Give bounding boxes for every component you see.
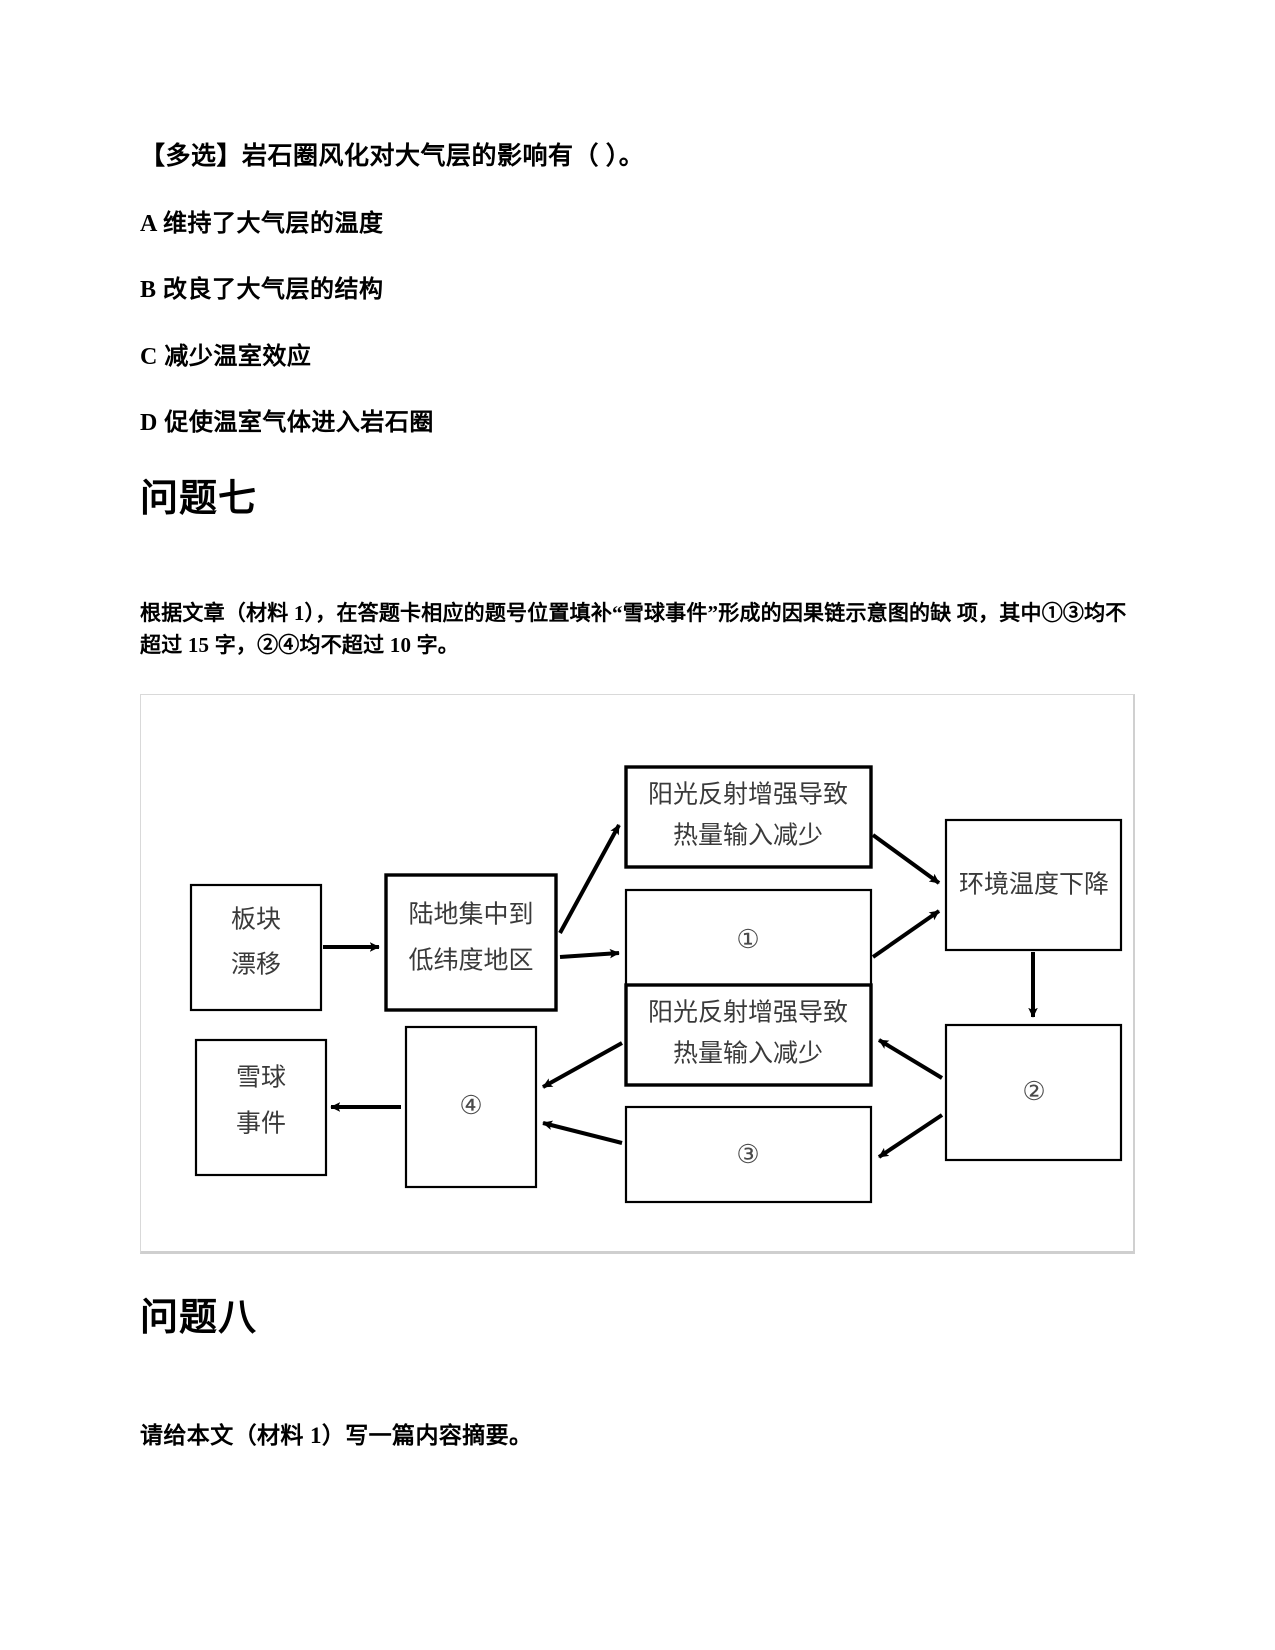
- causal-chain-figure: 板块 漂移 陆地集中到 低纬度地区 阳光反射增强导致 热量输入减少: [140, 694, 1135, 1254]
- edge-land-to-blank1: [559, 948, 620, 959]
- option-d: D 促使温室气体进入岩石圈: [140, 409, 434, 436]
- gap: [140, 523, 1140, 597]
- node-land-line1: 陆地集中到: [408, 901, 533, 929]
- node-sunlight-reflect-2: 阳光反射增强导致 热量输入减少: [624, 983, 873, 1087]
- section-heading-seven: 问题七: [140, 478, 258, 521]
- edge-blank2-to-reflect2: [877, 1038, 944, 1080]
- option-c: C 减少温室效应: [140, 343, 312, 370]
- edge-land-to-reflect1: [558, 824, 621, 934]
- node-reflect2-line1: 阳光反射增强导致: [648, 999, 848, 1027]
- edge-blank2-to-blank3: [877, 1113, 944, 1159]
- gap: [140, 240, 1140, 274]
- node-blank-2: ②: [944, 1023, 1123, 1162]
- prompt-line-1: 根据文章（材料 1），在答题卡相应的题号位置填补“雪球事件”形成的因果链示意图的…: [140, 600, 952, 625]
- node-snowball-event: 雪球 事件: [194, 1038, 328, 1177]
- node-blank-2-label: ②: [1022, 1077, 1045, 1106]
- option-a: A 维持了大气层的温度: [140, 210, 384, 237]
- node-temp-drop: 环境温度下降: [944, 818, 1123, 952]
- node-plate-drift-line2: 漂移: [231, 951, 281, 979]
- node-reflect1-line2: 热量输入减少: [673, 822, 823, 850]
- node-snowball-line1: 雪球: [236, 1064, 286, 1092]
- node-plate-drift: 板块 漂移: [189, 883, 323, 1012]
- gap: [140, 662, 1140, 694]
- prompt-line-2: 项，其中①③均不超过 15 字，②④均不超过 10 字。: [140, 600, 1127, 658]
- edge-reflect1-to-tempdrop: [871, 833, 941, 885]
- gap: [140, 307, 1140, 341]
- node-blank-4: ④: [404, 1025, 538, 1189]
- page-content: 【多选】岩石圈风化对大气层的影响有（ ）。 A 维持了大气层的温度 B 改良了大…: [140, 0, 1140, 1452]
- node-blank-3-label: ③: [736, 1140, 759, 1169]
- node-temp-drop-label: 环境温度下降: [959, 871, 1109, 899]
- gap: [140, 174, 1140, 208]
- top-spacer: [140, 0, 1140, 140]
- node-blank-3: ③: [624, 1105, 873, 1204]
- node-plate-drift-line1: 板块: [231, 906, 281, 934]
- edge-blank3-to-blank4: [542, 1120, 623, 1145]
- node-land-low-latitude: 陆地集中到 低纬度地区: [384, 873, 558, 1012]
- node-reflect2-line2: 热量输入减少: [673, 1040, 823, 1068]
- section-eight-prompt: 请给本文（材料 1）写一篇内容摘要。: [140, 1422, 533, 1448]
- gap: [140, 439, 1140, 477]
- node-blank-1: ①: [624, 888, 873, 992]
- gap: [140, 1342, 1140, 1420]
- section-seven-prompt: 根据文章（材料 1），在答题卡相应的题号位置填补“雪球事件”形成的因果链示意图的…: [140, 597, 1135, 662]
- edge-reflect2-to-blank4: [542, 1041, 623, 1089]
- node-blank-1-label: ①: [736, 925, 759, 954]
- flowchart-diagram: 板块 漂移 陆地集中到 低纬度地区 阳光反射增强导致 热量输入减少: [141, 695, 1134, 1251]
- edge-blank1-to-tempdrop: [871, 909, 941, 959]
- node-reflect1-line1: 阳光反射增强导致: [648, 781, 848, 809]
- question-stem: 【多选】岩石圈风化对大气层的影响有（ ）。: [140, 143, 645, 170]
- node-blank-4-label: ④: [459, 1091, 482, 1120]
- node-snowball-line2: 事件: [236, 1110, 286, 1138]
- section-heading-eight: 问题八: [140, 1297, 258, 1339]
- node-land-line2: 低纬度地区: [408, 947, 533, 975]
- option-b: B 改良了大气层的结构: [140, 277, 384, 304]
- gap: [140, 373, 1140, 407]
- node-sunlight-reflect-1: 阳光反射增强导致 热量输入减少: [624, 765, 873, 869]
- gap: [140, 1254, 1140, 1296]
